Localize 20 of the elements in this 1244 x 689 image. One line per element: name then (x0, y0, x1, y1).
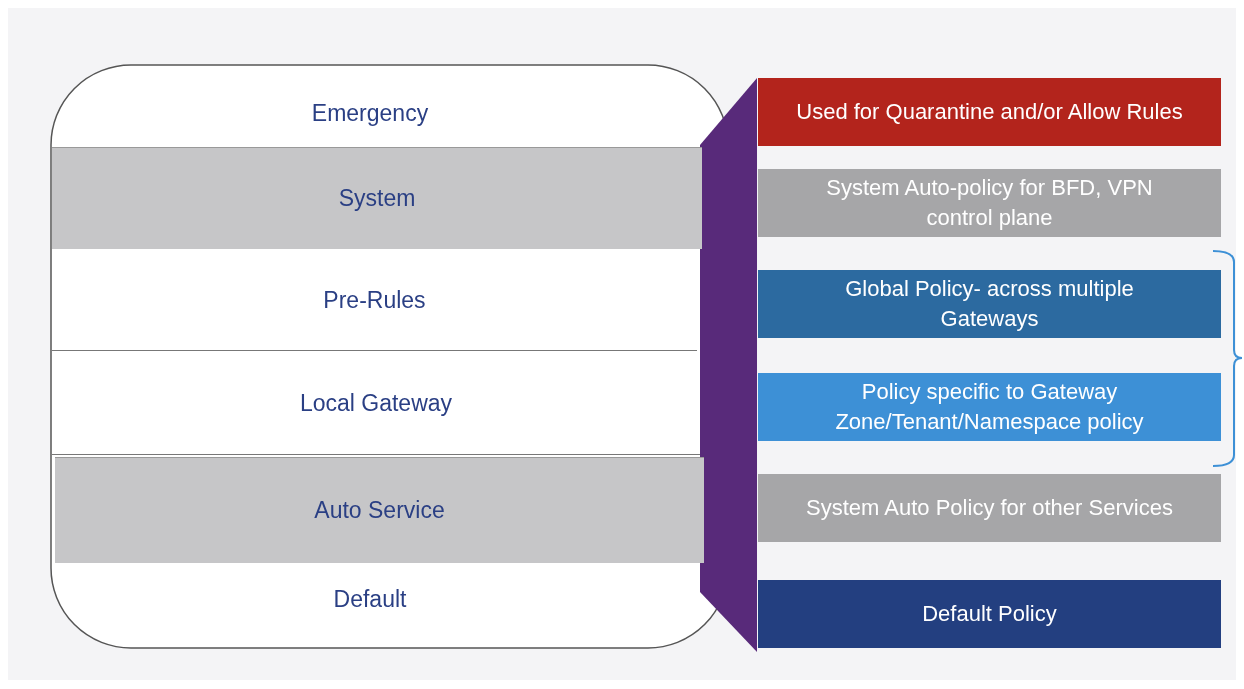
description-text: System Auto Policy for other Services (805, 494, 1174, 522)
description-box (758, 169, 1221, 237)
description-text: Default Policy (921, 600, 1058, 628)
layer-band (52, 147, 702, 249)
description-box (758, 373, 1221, 441)
description-text: Policy specific to Gateway Zone/Tenant/Namespace policy (834, 378, 1145, 436)
layer-label: Default (333, 585, 407, 613)
description-text: Used for Quarantine and/or Allow Rules (795, 98, 1184, 126)
layer-label: System (338, 185, 416, 212)
description-text: Global Policy- across multiple Gateways (844, 275, 1135, 333)
layer-label: Pre-Rules (323, 286, 426, 314)
layer-label: Auto Service (314, 497, 445, 524)
layer-label: Local Gateway (299, 389, 453, 417)
description-box (758, 580, 1221, 648)
layer-label: Emergency (311, 99, 429, 127)
description-text: System Auto-policy for BFD, VPN control plane (825, 174, 1154, 232)
description-box (758, 474, 1221, 542)
description-box (758, 270, 1221, 338)
layer-band (55, 457, 704, 563)
description-box (758, 78, 1221, 146)
